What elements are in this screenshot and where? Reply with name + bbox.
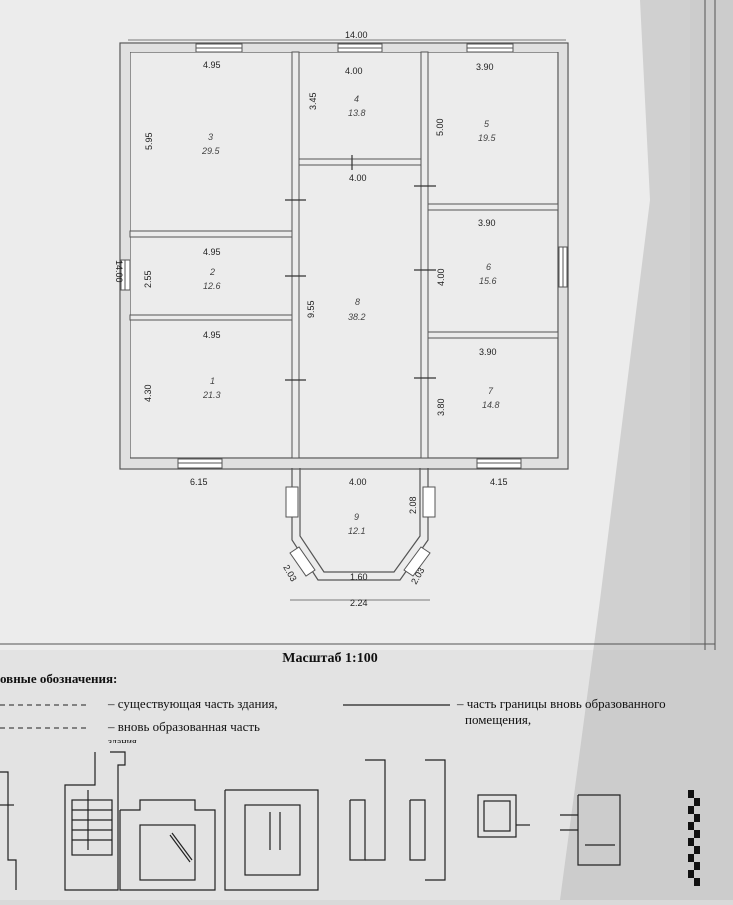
- room-3-width: 4.95: [203, 60, 221, 70]
- room-5-area: 19.5: [478, 133, 497, 143]
- room-9-area: 12.1: [348, 526, 366, 536]
- dim-overall-height: 14.00: [114, 260, 124, 283]
- room-7-area: 14.8: [482, 400, 500, 410]
- room-3-height: 5.95: [144, 132, 154, 150]
- dim-bottom-left: 6.15: [190, 477, 208, 487]
- legend-boundary-2: помещения,: [465, 712, 532, 727]
- legend-existing: – существующая часть здания,: [108, 696, 278, 711]
- room-9-width: 4.00: [349, 477, 367, 487]
- dim-bay-front-inner: 1.60: [350, 572, 368, 582]
- room-5-height: 5.00: [435, 118, 445, 136]
- room-6-number: 6: [486, 262, 491, 272]
- room-2-number: 2: [209, 267, 215, 277]
- room-2-area: 12.6: [203, 281, 221, 291]
- room-6-height: 4.00: [436, 268, 446, 286]
- room-1-width: 4.95: [203, 330, 221, 340]
- room-3-number: 3: [208, 132, 213, 142]
- room-5-number: 5: [484, 119, 490, 129]
- room-2-width: 4.95: [203, 247, 221, 257]
- room-5-width: 3.90: [476, 62, 494, 72]
- room-6-width: 3.90: [478, 218, 496, 228]
- room-2-height: 2.55: [143, 270, 153, 288]
- dim-overall-width: 14.00: [345, 30, 368, 40]
- room-1-height: 4.30: [143, 384, 153, 402]
- room-9-height: 2.08: [408, 496, 418, 514]
- legend-boundary-1: – часть границы вновь образованного: [457, 696, 666, 711]
- room-6-area: 15.6: [479, 276, 497, 286]
- room-7-width: 3.90: [479, 347, 497, 357]
- room-7-height: 3.80: [436, 398, 446, 416]
- legend-new-part: – вновь образованная часть: [108, 719, 260, 734]
- room-4-width: 4.00: [345, 66, 363, 76]
- room-8-width: 4.00: [349, 173, 367, 183]
- room-8-area: 38.2: [348, 312, 366, 322]
- room-8-number: 8: [355, 297, 360, 307]
- room-1-area: 21.3: [202, 390, 221, 400]
- legend-new-part-cut: здания: [108, 737, 137, 743]
- room-9-number: 9: [354, 512, 359, 522]
- scale-label: Масштаб 1:100: [282, 651, 378, 666]
- dim-bay-front-outer: 2.24: [350, 598, 368, 608]
- legend-title: овные обозначения:: [0, 671, 118, 686]
- room-4-area: 13.8: [348, 108, 366, 118]
- dim-bottom-right: 4.15: [490, 477, 508, 487]
- room-3-area: 29.5: [201, 146, 221, 156]
- room-4-height: 3.45: [308, 92, 318, 110]
- room-1-number: 1: [210, 376, 215, 386]
- room-7-number: 7: [488, 386, 494, 396]
- room-8-height: 9.55: [306, 300, 316, 318]
- room-4-number: 4: [354, 94, 359, 104]
